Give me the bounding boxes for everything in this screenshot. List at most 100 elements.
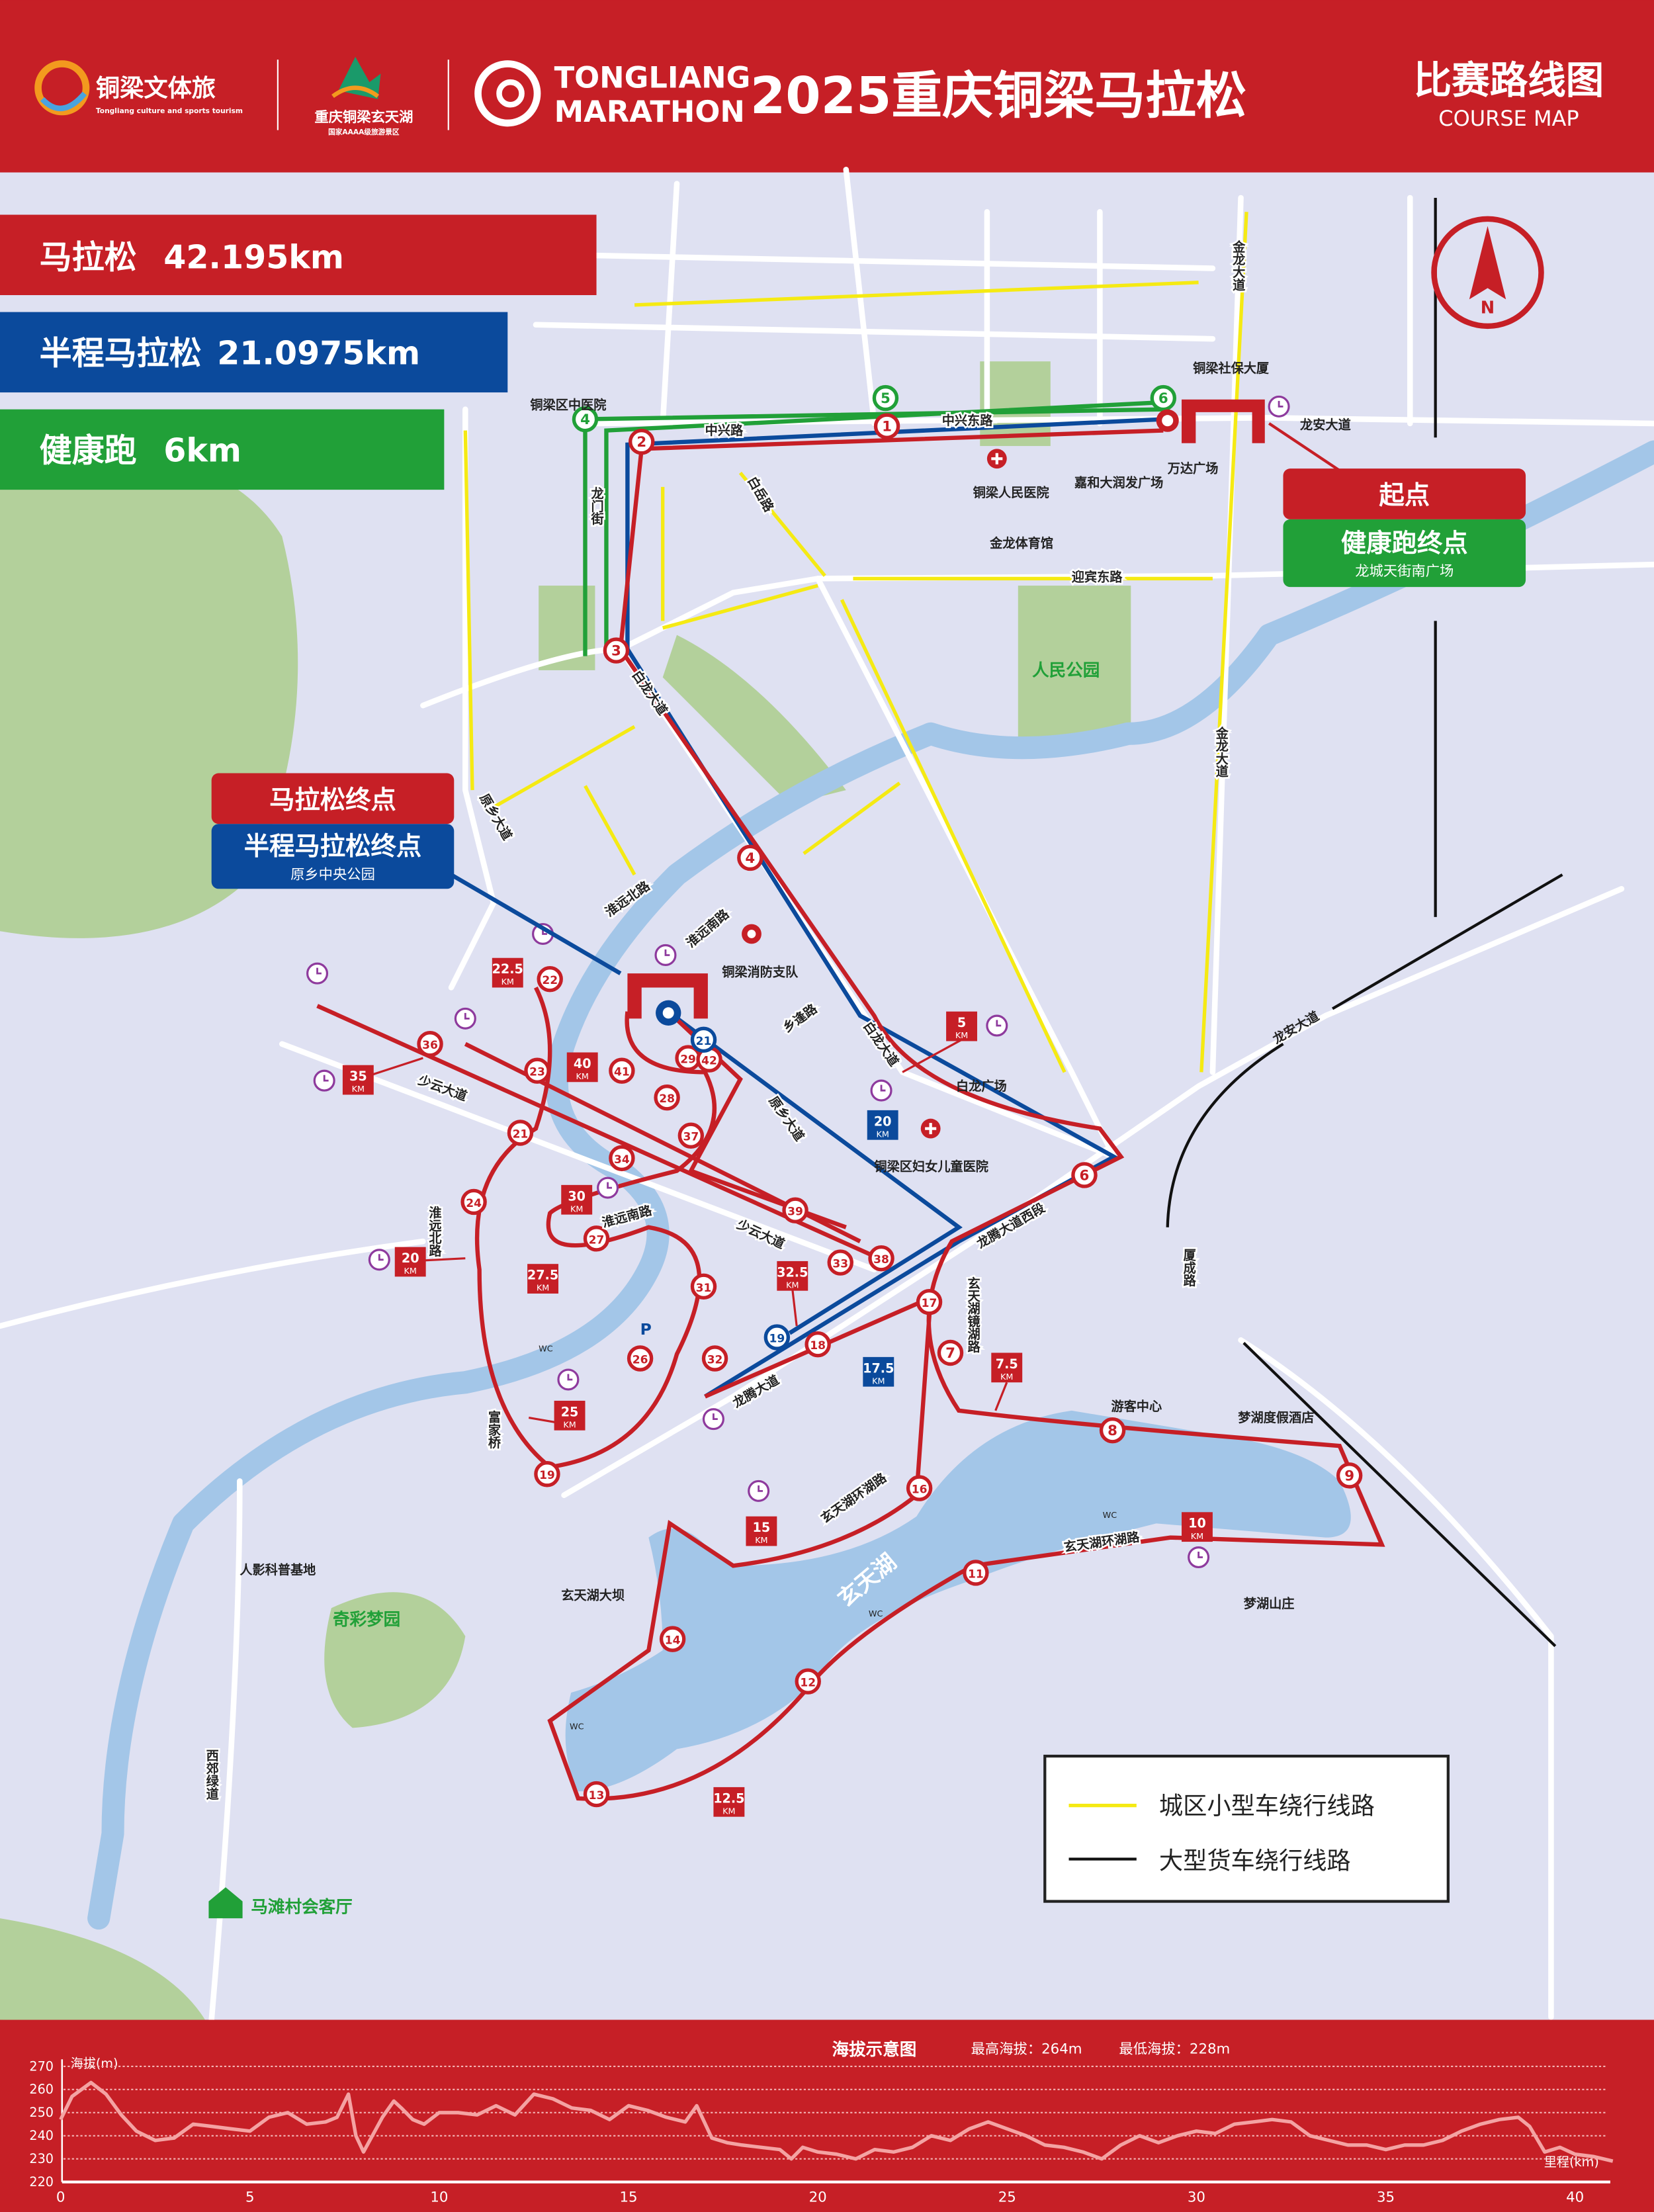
- half-marathon-route: [625, 417, 1164, 1399]
- marathon-km-marker: 6: [1071, 1162, 1098, 1188]
- road-label: 西郊绿道: [204, 1749, 219, 1800]
- km-value: 27.5: [527, 1268, 558, 1283]
- km-value: 17.5: [863, 1360, 894, 1376]
- map-title: 比赛路线图: [1414, 58, 1604, 103]
- distance-fun-run: 健康跑 6km: [0, 409, 445, 490]
- clock-icon: [306, 962, 329, 985]
- marker-label: 5: [881, 390, 891, 407]
- marker-label: 13: [589, 1789, 605, 1802]
- house-icon: [208, 1887, 243, 1919]
- y-tick-label: 230: [29, 2151, 54, 2166]
- marker-label: 8: [1108, 1423, 1117, 1439]
- place-label: 玄天湖大坝: [561, 1587, 625, 1603]
- x-tick-label: 10: [430, 2190, 448, 2206]
- elevation-line: [59, 2080, 1614, 2163]
- marker-label: 39: [787, 1206, 803, 1219]
- start-label: 起点: [1379, 480, 1430, 510]
- marker-label: 17: [922, 1297, 937, 1310]
- marathon-finish-label: 马拉松终点: [269, 785, 396, 815]
- legend: 城区小型车绕行线路 大型货车绕行线路: [1043, 1754, 1450, 1903]
- marker-label: 26: [632, 1353, 648, 1366]
- distance-km-box: 27.5KM: [527, 1264, 558, 1294]
- river: [87, 440, 1654, 1930]
- clock-icon: [986, 1014, 1008, 1037]
- marker-label: 6: [1158, 390, 1168, 407]
- marathon-km-marker: 26: [627, 1345, 654, 1372]
- hospital-icon: [986, 449, 1007, 469]
- finish-place: 原乡中央公园: [290, 866, 375, 883]
- fun-run-finish-place: 龙城天街南广场: [1355, 563, 1454, 580]
- km-unit: KM: [576, 1072, 589, 1082]
- fun-run-km-marker: 5: [872, 384, 899, 412]
- km-value: 15: [753, 1520, 771, 1535]
- road-label: 金龙大道: [1231, 240, 1246, 292]
- half-finish-label: 半程马拉松终点: [244, 832, 422, 862]
- fun-run-km-marker: 4: [572, 406, 599, 433]
- marker-label: 12: [800, 1677, 816, 1690]
- legend-car-detour: 城区小型车绕行线路: [1159, 1791, 1375, 1820]
- xuantian-lake-logo: 重庆铜梁玄天湖 国家AAAA级旅游景区: [314, 56, 413, 136]
- distance-km-box: 5KM: [946, 1011, 977, 1041]
- y-tick-label: 250: [29, 2105, 54, 2120]
- distance-name: 半程马拉松: [40, 334, 202, 372]
- place-label: 游客中心: [1111, 1399, 1162, 1414]
- car-detour-routes: [463, 212, 1248, 1073]
- marathon-km-marker: 16: [906, 1475, 933, 1501]
- marathon-km-marker: 27: [583, 1225, 610, 1252]
- brand-line2: MARATHON: [554, 94, 745, 129]
- logo2-sub: 国家AAAA级旅游景区: [328, 128, 400, 136]
- place-label: 梦湖山庄: [1244, 1596, 1295, 1611]
- logo1-sub: Tongliang culture and sports tourism: [96, 107, 243, 115]
- marathon-km-marker: 22: [537, 965, 563, 993]
- marker-label: 37: [683, 1131, 699, 1144]
- clock-icon: [870, 1079, 892, 1102]
- marker-label: 22: [542, 974, 558, 987]
- marathon-km-marker: 28: [654, 1084, 680, 1111]
- clock-icon: [748, 1480, 770, 1502]
- marathon-km-marker: 1: [873, 413, 900, 439]
- marathon-km-marker: 41: [609, 1057, 635, 1084]
- half-marathon-km-marker: 19: [763, 1324, 791, 1350]
- hospital-icon: [920, 1118, 941, 1139]
- marathon-km-marker: 37: [677, 1122, 705, 1149]
- km-unit: KM: [1000, 1372, 1013, 1382]
- km-value: 22.5: [492, 961, 523, 977]
- marker-label: 24: [466, 1197, 482, 1210]
- marker-label: 19: [769, 1332, 785, 1345]
- brand-line1: TONGLIANG: [554, 60, 751, 95]
- km-unit: KM: [501, 977, 514, 987]
- marker-label: 4: [745, 850, 755, 867]
- map-title-en: COURSE MAP: [1438, 106, 1579, 131]
- marathon-km-marker: 24: [460, 1188, 487, 1216]
- km-value: 25: [561, 1404, 579, 1419]
- marathon-km-marker: 33: [827, 1249, 853, 1276]
- road-label: 龙安大道: [1300, 417, 1351, 432]
- marker-label: 27: [589, 1233, 605, 1247]
- distance-name: 马拉松: [40, 239, 137, 277]
- km-unit: KM: [722, 1806, 735, 1816]
- marker-label: 31: [696, 1282, 712, 1295]
- place-label: 人民公园: [1032, 660, 1100, 680]
- distance-half-marathon: 半程马拉松 21.0975km: [0, 312, 508, 393]
- place-label: 马滩村会客厅: [251, 1898, 352, 1918]
- xuantian-lake: [565, 1410, 1351, 1792]
- marathon-km-marker: 31: [690, 1273, 717, 1300]
- marathon-km-marker: 11: [963, 1560, 989, 1586]
- clock-icon: [313, 1069, 335, 1092]
- km-unit: KM: [404, 1266, 417, 1276]
- finish-callout: 马拉松终点 半程马拉松终点 原乡中央公园: [211, 773, 455, 889]
- km-value: 5: [957, 1015, 966, 1030]
- km-value: 20: [402, 1251, 419, 1266]
- km-value: 40: [574, 1056, 591, 1071]
- page-title: 2025重庆铜梁马拉松: [750, 67, 1247, 126]
- chart-min-label: 最低海拔：228m: [1119, 2041, 1230, 2058]
- distance-value: 21.0975km: [217, 334, 420, 372]
- fun-run-finish-label: 健康跑终点: [1341, 529, 1468, 558]
- place-label: 万达广场: [1167, 461, 1219, 476]
- marathon-km-marker: 17: [916, 1289, 943, 1315]
- header-bar: [0, 0, 1654, 173]
